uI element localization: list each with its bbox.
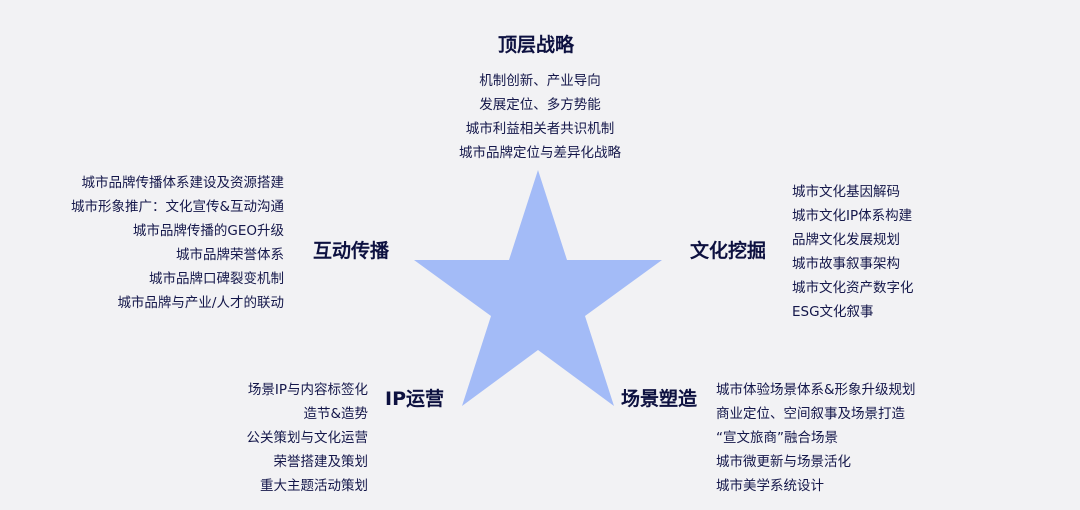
list-item: 荣誉搭建及策划 — [273, 454, 369, 470]
list-item: 城市品牌口碑裂变机制 — [149, 271, 284, 287]
heading-culture-mining: 文化挖掘 — [690, 240, 767, 262]
list-item: 造节&造势 — [303, 406, 368, 422]
list-item: 城市体验场景体系&形象升级规划 — [716, 382, 916, 398]
heading-scene-shaping: 场景塑造 — [621, 388, 698, 410]
list-item: 城市利益相关者共识机制 — [465, 121, 615, 137]
list-item: 城市品牌传播体系建设及资源搭建 — [81, 175, 285, 191]
list-item: 城市美学系统设计 — [716, 478, 824, 494]
list-item: 城市形象推广：文化宣传&互动沟通 — [70, 199, 284, 215]
list-item: 城市故事叙事架构 — [792, 256, 900, 272]
list-item: 品牌文化发展规划 — [792, 232, 900, 248]
star-shape — [414, 170, 662, 406]
center-star — [414, 170, 662, 406]
list-item: 场景IP与内容标签化 — [247, 382, 368, 398]
list-item: 城市文化基因解码 — [792, 184, 900, 200]
list-item: 城市品牌传播的GEO升级 — [132, 223, 284, 239]
list-item: ESG文化叙事 — [792, 304, 874, 320]
heading-ip-operation: IP运营 — [385, 388, 444, 410]
list-item: 机制创新、产业导向 — [479, 73, 601, 89]
list-culture-mining: 城市文化基因解码 城市文化IP体系构建 品牌文化发展规划 城市故事叙事架构 城市… — [792, 180, 914, 324]
list-item: 城市品牌定位与差异化战略 — [459, 145, 621, 161]
list-interactive-communication: 城市品牌传播体系建设及资源搭建 城市形象推广：文化宣传&互动沟通 城市品牌传播的… — [71, 171, 284, 315]
list-item: 城市品牌荣誉体系 — [176, 247, 284, 263]
list-top-strategy: 机制创新、产业导向 发展定位、多方势能 城市利益相关者共识机制 城市品牌定位与差… — [440, 69, 640, 165]
list-ip-operation: 场景IP与内容标签化 造节&造势 公关策划与文化运营 荣誉搭建及策划 重大主题活… — [247, 378, 369, 498]
list-item: 发展定位、多方势能 — [479, 97, 601, 113]
list-item: “宣文旅商”融合场景 — [716, 430, 838, 446]
list-item: 城市文化资产数字化 — [792, 280, 914, 296]
list-item: 城市品牌与产业/人才的联动 — [117, 295, 284, 311]
list-item: 重大主题活动策划 — [260, 478, 368, 494]
heading-interactive-communication: 互动传播 — [313, 240, 390, 262]
list-item: 公关策划与文化运营 — [246, 430, 369, 446]
heading-top-strategy: 顶层战略 — [498, 34, 575, 56]
list-scene-shaping: 城市体验场景体系&形象升级规划 商业定位、空间叙事及场景打造 “宣文旅商”融合场… — [716, 378, 916, 498]
list-item: 商业定位、空间叙事及场景打造 — [716, 406, 905, 422]
list-item: 城市微更新与场景活化 — [716, 454, 851, 470]
list-item: 城市文化IP体系构建 — [792, 208, 913, 224]
